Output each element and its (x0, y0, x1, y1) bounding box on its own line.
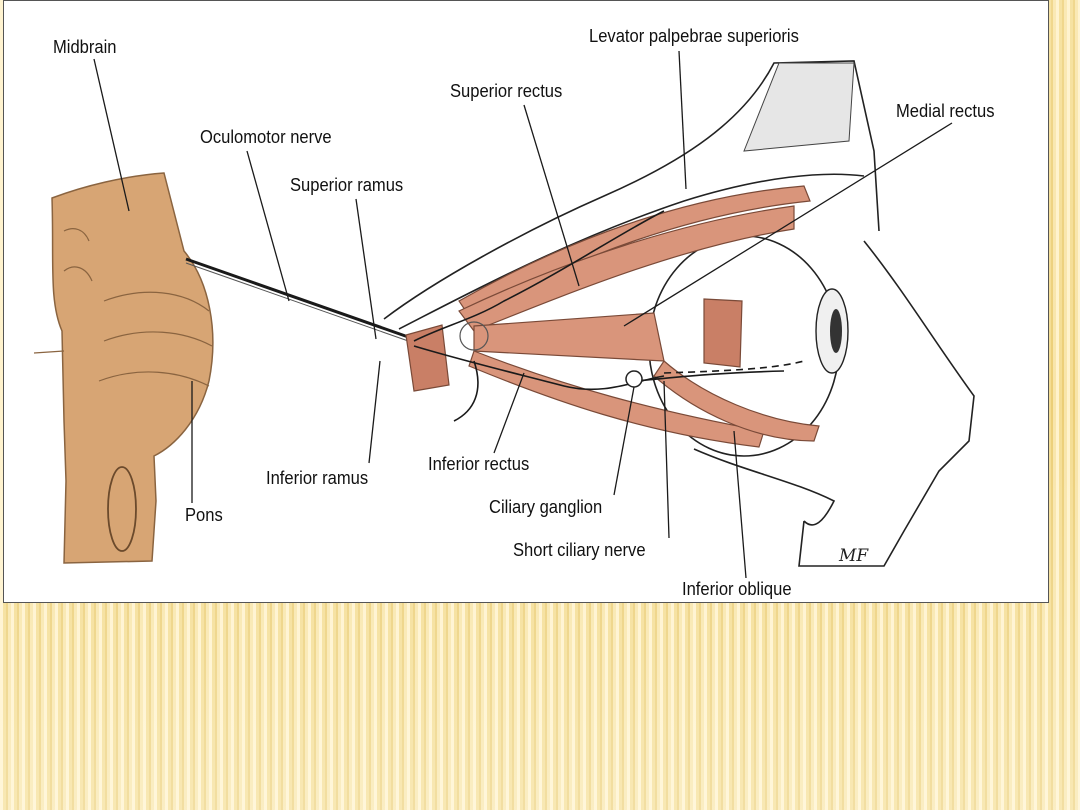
label-medial-rectus: Medial rectus (896, 101, 995, 121)
label-inferior-ramus: Inferior ramus (266, 468, 369, 488)
orbit-bone-hatching (743, 62, 855, 152)
label-levator-palpebrae-superioris: Levator palpebrae superioris (589, 26, 799, 46)
label-superior-rectus: Superior rectus (450, 81, 563, 101)
inferior-oblique-shape (653, 360, 820, 442)
orbit-outline (383, 60, 975, 567)
superior-rectus-shape (458, 205, 795, 332)
artist-initials: MF (839, 546, 869, 566)
label-short-ciliary-nerve: Short ciliary nerve (513, 540, 646, 560)
cut-muscle-stump (703, 298, 743, 368)
extraocular-muscles (405, 185, 820, 448)
label-midbrain: Midbrain (53, 37, 117, 57)
brainstem (33, 172, 214, 564)
label-inferior-oblique: Inferior oblique (682, 579, 792, 599)
ciliary-ganglion-shape (625, 370, 643, 388)
figure-panel: Midbrain Levator palpebrae superioris Su… (3, 0, 1049, 603)
inferior-rectus-shape (468, 350, 765, 448)
label-inferior-rectus: Inferior rectus (428, 454, 530, 474)
label-ciliary-ganglion: Ciliary ganglion (489, 497, 603, 517)
label-oculomotor-nerve: Oculomotor nerve (200, 127, 332, 147)
annulus-stump (405, 324, 450, 392)
leader-lines (93, 50, 953, 579)
label-superior-ramus: Superior ramus (290, 175, 404, 195)
oculomotor-nerve-line (185, 257, 415, 341)
anatomy-illustration (33, 50, 975, 579)
label-pons: Pons (185, 505, 223, 525)
